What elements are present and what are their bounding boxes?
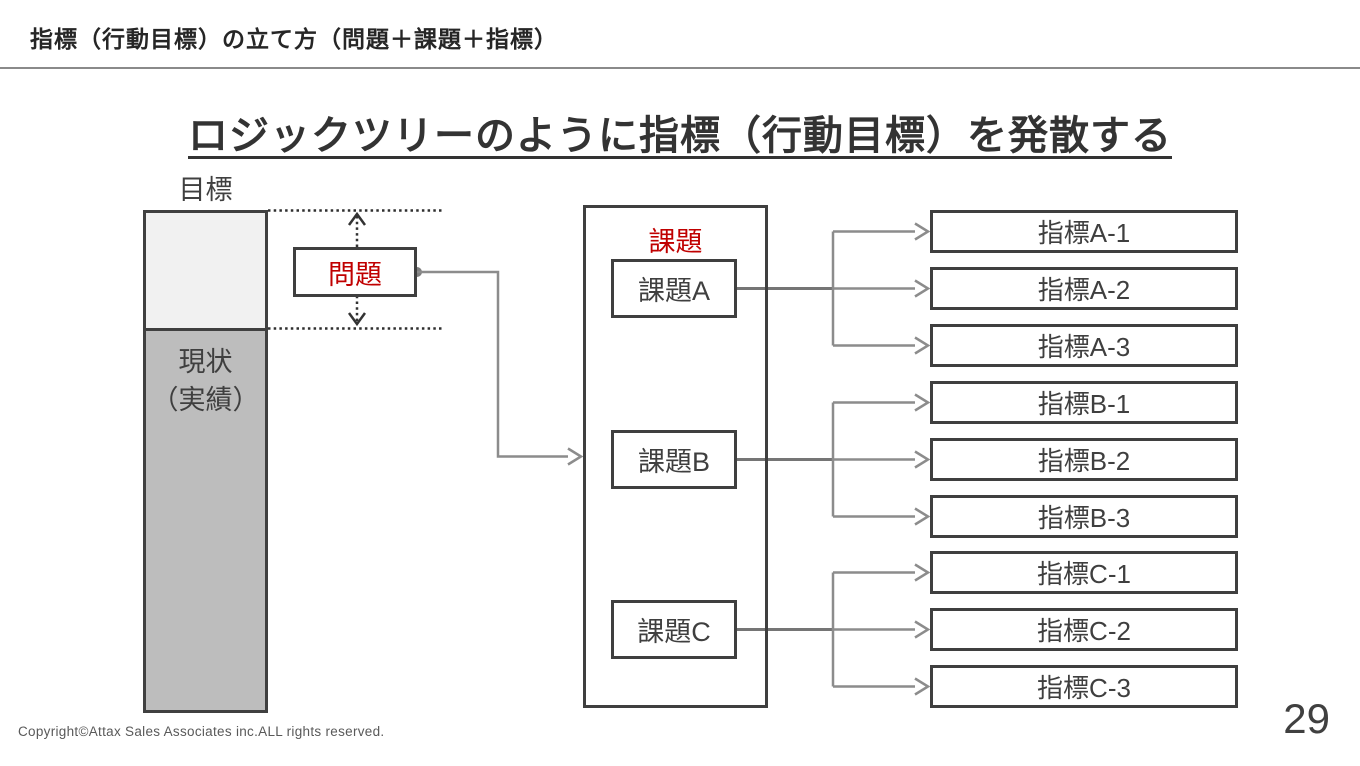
indicator-c3-label: 指標C-3 xyxy=(1037,673,1131,703)
issue-c-label: 課題C xyxy=(637,617,711,647)
issue-box-a: 課題A xyxy=(611,259,737,318)
issues-title: 課題 xyxy=(648,227,703,257)
indicator-box-a2: 指標A-2 xyxy=(930,267,1238,310)
indicator-c1-label: 指標C-1 xyxy=(1037,559,1131,589)
issues-container-box: 課題 xyxy=(583,205,768,708)
issue-a-label: 課題A xyxy=(637,276,710,306)
indicator-box-b2: 指標B-2 xyxy=(930,438,1238,481)
indicator-c2-label: 指標C-2 xyxy=(1037,616,1131,646)
page-title: 指標（行動目標）の立て方（問題＋課題＋指標） xyxy=(30,26,558,52)
problem-box: 問題 xyxy=(293,247,417,297)
indicator-b3-label: 指標B-3 xyxy=(1037,503,1131,533)
indicator-b2-label: 指標B-2 xyxy=(1037,446,1131,476)
indicator-box-b1: 指標B-1 xyxy=(930,381,1238,424)
goal-current-bar: 現状 （実績） xyxy=(143,210,268,713)
current-state-label-line2: （実績） xyxy=(151,385,260,415)
issue-box-c: 課題C xyxy=(611,600,737,659)
indicator-a3-label: 指標A-3 xyxy=(1037,332,1131,362)
issue-b-label: 課題B xyxy=(637,447,710,477)
indicator-a2-label: 指標A-2 xyxy=(1037,275,1131,305)
page-number: 29 xyxy=(1283,695,1330,742)
indicator-b1-label: 指標B-1 xyxy=(1037,389,1131,419)
indicator-box-c1: 指標C-1 xyxy=(930,551,1238,594)
copyright-text: Copyright©Attax Sales Associates inc.ALL… xyxy=(18,724,385,739)
main-heading: ロジックツリーのように指標（行動目標）を発散する xyxy=(188,114,1172,158)
issue-box-b: 課題B xyxy=(611,430,737,489)
indicator-a1-label: 指標A-1 xyxy=(1037,218,1131,248)
indicator-box-c3: 指標C-3 xyxy=(930,665,1238,708)
indicator-box-a1: 指標A-1 xyxy=(930,210,1238,253)
current-state-label-line1: 現状 xyxy=(178,347,233,377)
goal-gap-zone xyxy=(143,210,268,328)
header-divider xyxy=(0,67,1360,69)
indicator-box-c2: 指標C-2 xyxy=(930,608,1238,651)
indicator-box-b3: 指標B-3 xyxy=(930,495,1238,538)
current-state-zone: 現状 （実績） xyxy=(143,328,268,713)
problem-connector xyxy=(412,267,584,466)
goal-label: 目標 xyxy=(178,175,233,205)
indicator-box-a3: 指標A-3 xyxy=(930,324,1238,367)
problem-label: 問題 xyxy=(328,259,382,290)
